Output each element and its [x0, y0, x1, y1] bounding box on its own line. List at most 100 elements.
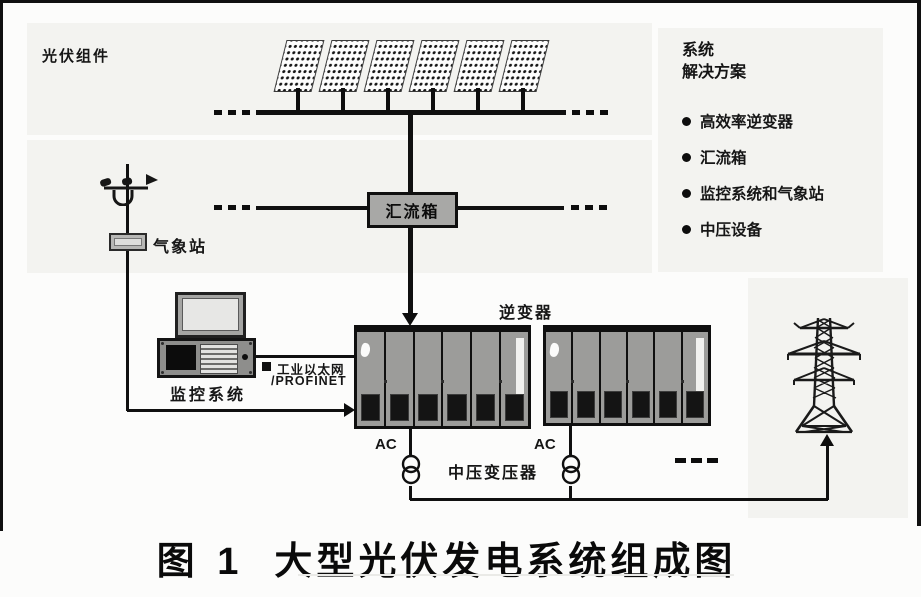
ellipsis-dash: [707, 458, 718, 463]
handle-dot: [441, 380, 445, 383]
handle-dot: [571, 380, 575, 383]
handle-dot: [499, 380, 503, 383]
ellipsis-dash: [572, 110, 580, 115]
pv-string-stem: [296, 88, 300, 114]
inverter-cabinet: [543, 325, 711, 426]
weather-station-pole: [126, 164, 129, 411]
solutions-title-line1: 系统: [682, 42, 715, 59]
pv-string-stem: [476, 88, 480, 114]
module-stripe: [695, 338, 704, 396]
scan-artifact-line: [298, 574, 734, 576]
ellipsis-dash: [586, 110, 594, 115]
ellipsis-dash: [214, 205, 222, 210]
inverter-module: [546, 332, 572, 423]
bullet-icon: [682, 152, 691, 162]
frame-left-border: [0, 2, 3, 531]
inverter-label: 逆变器: [499, 305, 554, 322]
bus-to-tower-line: [826, 443, 829, 500]
ethernet-link-line: [256, 355, 355, 358]
module-slot: [360, 394, 381, 421]
screw-dot: [161, 342, 164, 345]
arrow-down-icon: [402, 313, 418, 326]
bullet-icon: [682, 188, 691, 198]
ellipsis-dash: [242, 110, 250, 115]
module-slot: [447, 394, 467, 421]
module-slot: [418, 394, 438, 421]
ellipsis-dash: [242, 205, 250, 210]
anemometer-icon: [100, 174, 158, 206]
figure-number: 图 1: [156, 541, 245, 583]
module-slot: [604, 391, 623, 418]
monitor-screen: [182, 298, 239, 331]
solutions-background-panel: [658, 28, 883, 272]
inverter-module: [655, 332, 681, 423]
pv-bus-line: [256, 110, 566, 115]
pv-string-stem: [386, 88, 390, 114]
logo-mark: [360, 342, 371, 358]
monitor-icon: [175, 292, 246, 338]
monitoring-system-label: 监控系统: [170, 387, 247, 404]
handle-dot: [383, 380, 387, 383]
ellipsis-dash: [600, 110, 608, 115]
bus-to-combiner-line: [408, 113, 413, 193]
ellipsis-dash: [599, 205, 607, 210]
inverter-module: [600, 332, 626, 423]
transformer-label: 中压变压器: [448, 465, 539, 482]
pv-modules-label: 光伏组件: [42, 48, 111, 65]
screw-dot: [249, 342, 252, 345]
pc-vents: [200, 344, 238, 374]
solutions-item: 监控系统和气象站: [682, 182, 892, 204]
pc-unit-icon: [157, 338, 256, 378]
ellipsis-dash: [214, 110, 222, 115]
ethernet-label-line2: /PROFINET: [271, 374, 347, 388]
transformer-to-bus-line: [569, 486, 572, 500]
figure-title: 大型光伏发电系统组成图: [274, 541, 737, 583]
weather-station-display: [114, 238, 142, 246]
arrow-right-icon: [344, 403, 355, 417]
weather-to-inverter-line: [127, 409, 345, 412]
string-bus-left-line: [256, 206, 367, 210]
screw-dot: [161, 371, 164, 374]
frame-right-border: [917, 0, 921, 526]
ac-label: AC: [534, 436, 556, 453]
ellipsis-dash: [585, 205, 593, 210]
ellipsis-dash: [228, 205, 236, 210]
combiner-box: 汇流箱: [367, 192, 458, 228]
screw-dot: [249, 371, 252, 374]
transformer-icon: [401, 454, 421, 485]
inverter-module: [441, 332, 471, 426]
inverter-module: [499, 332, 528, 426]
ac-label: AC: [375, 436, 397, 453]
inverter-module: [383, 332, 413, 426]
ellipsis-dash: [228, 110, 236, 115]
transmission-tower-icon: [787, 317, 861, 434]
solutions-panel: 系统 解决方案 高效率逆变器 汇流箱 监控系统和气象站 中压设备: [682, 40, 892, 254]
inverter-to-transformer-line: [409, 429, 412, 456]
module-stripe: [515, 338, 524, 396]
solutions-item-label: 中压设备: [700, 222, 763, 239]
module-slot: [476, 394, 496, 421]
inverter-module: [472, 332, 500, 426]
module-slot: [389, 394, 409, 421]
module-slot: [658, 391, 678, 418]
frame-top-border: [0, 0, 921, 3]
module-slot: [576, 391, 596, 418]
handle-dot: [625, 380, 629, 383]
ellipsis-dash: [691, 458, 702, 463]
module-slot: [504, 394, 525, 421]
transformer-icon: [561, 454, 581, 485]
combiner-to-inverter-line: [408, 227, 413, 315]
pc-power-dot: [242, 354, 248, 360]
inverter-module: [571, 332, 599, 423]
figure-caption: 图 1 大型光伏发电系统组成图: [0, 530, 907, 585]
logo-mark: [549, 342, 560, 358]
ac-bus-line: [410, 498, 828, 501]
inverter-to-transformer-line: [569, 426, 572, 456]
solutions-item: 中压设备: [682, 218, 892, 240]
weather-station-box: [109, 233, 147, 251]
solutions-item-label: 监控系统和气象站: [700, 186, 825, 203]
solutions-item-label: 高效率逆变器: [700, 114, 794, 131]
solutions-item: 汇流箱: [682, 146, 892, 168]
solutions-item-label: 汇流箱: [700, 150, 747, 167]
pv-string-stem: [341, 88, 345, 114]
